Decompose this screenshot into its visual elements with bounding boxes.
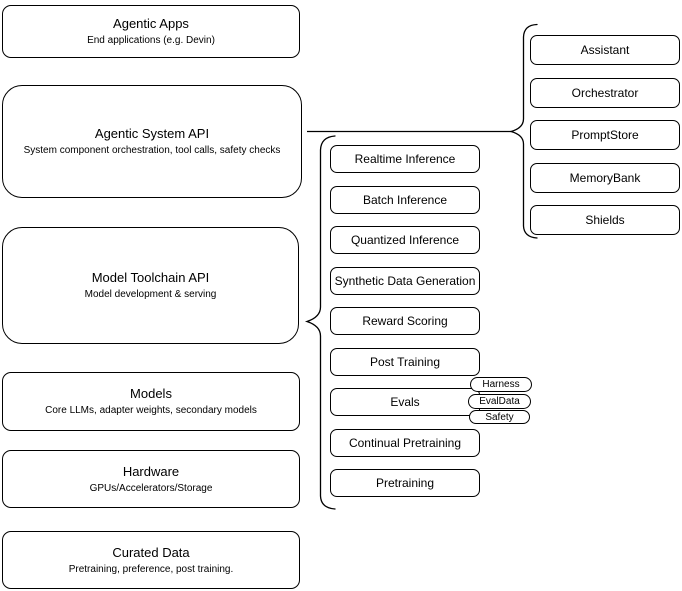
node-evals: Evals [330,388,480,416]
node-models: Models Core LLMs, adapter weights, secon… [2,372,300,431]
node-post-training: Post Training [330,347,480,376]
tag-evaldata: EvalData [468,394,531,409]
node-subtitle: End applications (e.g. Devin) [87,35,215,46]
node-title: Hardware [122,463,180,479]
node-model-toolchain-api: Model Toolchain API Model development & … [2,227,299,344]
node-agentic-system-api: Agentic System API System component orch… [2,85,302,198]
node-subtitle: Core LLMs, adapter weights, secondary mo… [45,405,257,416]
node-title: Agentic System API [94,126,210,141]
node-curated-data: Curated Data Pretraining, preference, po… [2,531,300,589]
toolchain-brace [304,135,336,510]
node-memorybank: MemoryBank [530,162,680,193]
toolchain-services-group: Realtime Inference Batch Inference Quant… [330,145,480,497]
node-realtime-inference: Realtime Inference [330,145,480,173]
node-reward-scoring: Reward Scoring [330,307,480,335]
tag-safety: Safety [469,410,530,424]
node-continual-pretraining: Continual Pretraining [330,428,480,457]
node-hardware: Hardware GPUs/Accelerators/Storage [2,450,300,508]
node-assistant: Assistant [530,35,680,65]
node-title: Model Toolchain API [91,270,210,285]
node-shields: Shields [530,205,680,235]
system-components-group: Assistant Orchestrator PromptStore Memor… [530,35,680,235]
node-synthetic-data-generation: Synthetic Data Generation [330,266,480,295]
node-agentic-apps: Agentic Apps End applications (e.g. Devi… [2,5,300,58]
node-quantized-inference: Quantized Inference [330,226,480,254]
node-subtitle: Pretraining, preference, post training. [68,563,234,575]
node-promptstore: PromptStore [530,120,680,150]
node-orchestrator: Orchestrator [530,77,680,108]
node-batch-inference: Batch Inference [330,185,480,214]
tag-harness: Harness [470,377,532,392]
node-subtitle: System component orchestration, tool cal… [23,145,281,156]
node-title: Models [130,386,172,401]
node-subtitle: Model development & serving [84,289,217,300]
node-pretraining: Pretraining [330,469,480,497]
components-brace [508,23,538,239]
node-subtitle: GPUs/Accelerators/Storage [89,482,213,494]
node-title: Curated Data [112,544,190,560]
node-title: Agentic Apps [113,16,189,31]
